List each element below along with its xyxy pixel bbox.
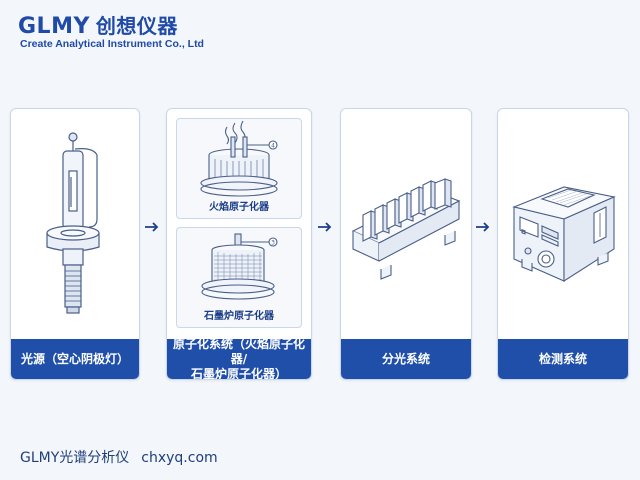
footer-brand: GLMY光谱分析仪 [20,450,130,466]
brand-tagline: Create Analytical Instrument Co., Ltd [20,38,204,50]
arrow-right-icon [318,222,332,232]
arrow-right-icon [145,222,159,232]
stage-monochromator-card: 分光系统 [340,108,472,380]
stage-detector-card: 检测系统 [497,108,629,380]
stage-atomizer-card: 4 火焰原子化器 3 石墨炉原子化器 原子化系统（火焰原子化器 [166,108,312,380]
stage-label: 原子化系统（火焰原子化器/ 石墨炉原子化器） [167,337,311,379]
flame-atomizer-panel: 4 火焰原子化器 [176,118,302,219]
graphite-furnace-panel: 3 石墨炉原子化器 [176,227,302,328]
footer-site: chxyq.com [141,450,218,466]
graphite-furnace-callout: 3 [271,240,275,247]
graphite-furnace-label: 石墨炉原子化器 [204,311,274,322]
stage-light-source-card: 光源（空心阴极灯） [10,108,140,380]
flame-atomizer-illustration: 4 [200,120,278,197]
brand-name-cn: 创想仪器 [95,14,178,38]
hollow-cathode-lamp-illustration [46,132,100,314]
brand-name: GLMY [18,14,90,39]
flame-atomizer-label: 火焰原子化器 [209,202,269,213]
stage-label: 光源（空心阴极灯） [11,339,139,379]
flame-atomizer-callout: 4 [271,143,275,150]
stage-label: 检测系统 [498,339,628,379]
monochromator-illustration [351,178,461,280]
arrow-right-icon [476,222,490,232]
stage-label: 分光系统 [341,339,471,379]
footer-caption: GLMY光谱分析仪 chxyq.com [20,447,218,467]
detector-instrument-illustration [512,186,616,283]
graphite-furnace-illustration: 3 [201,233,278,300]
